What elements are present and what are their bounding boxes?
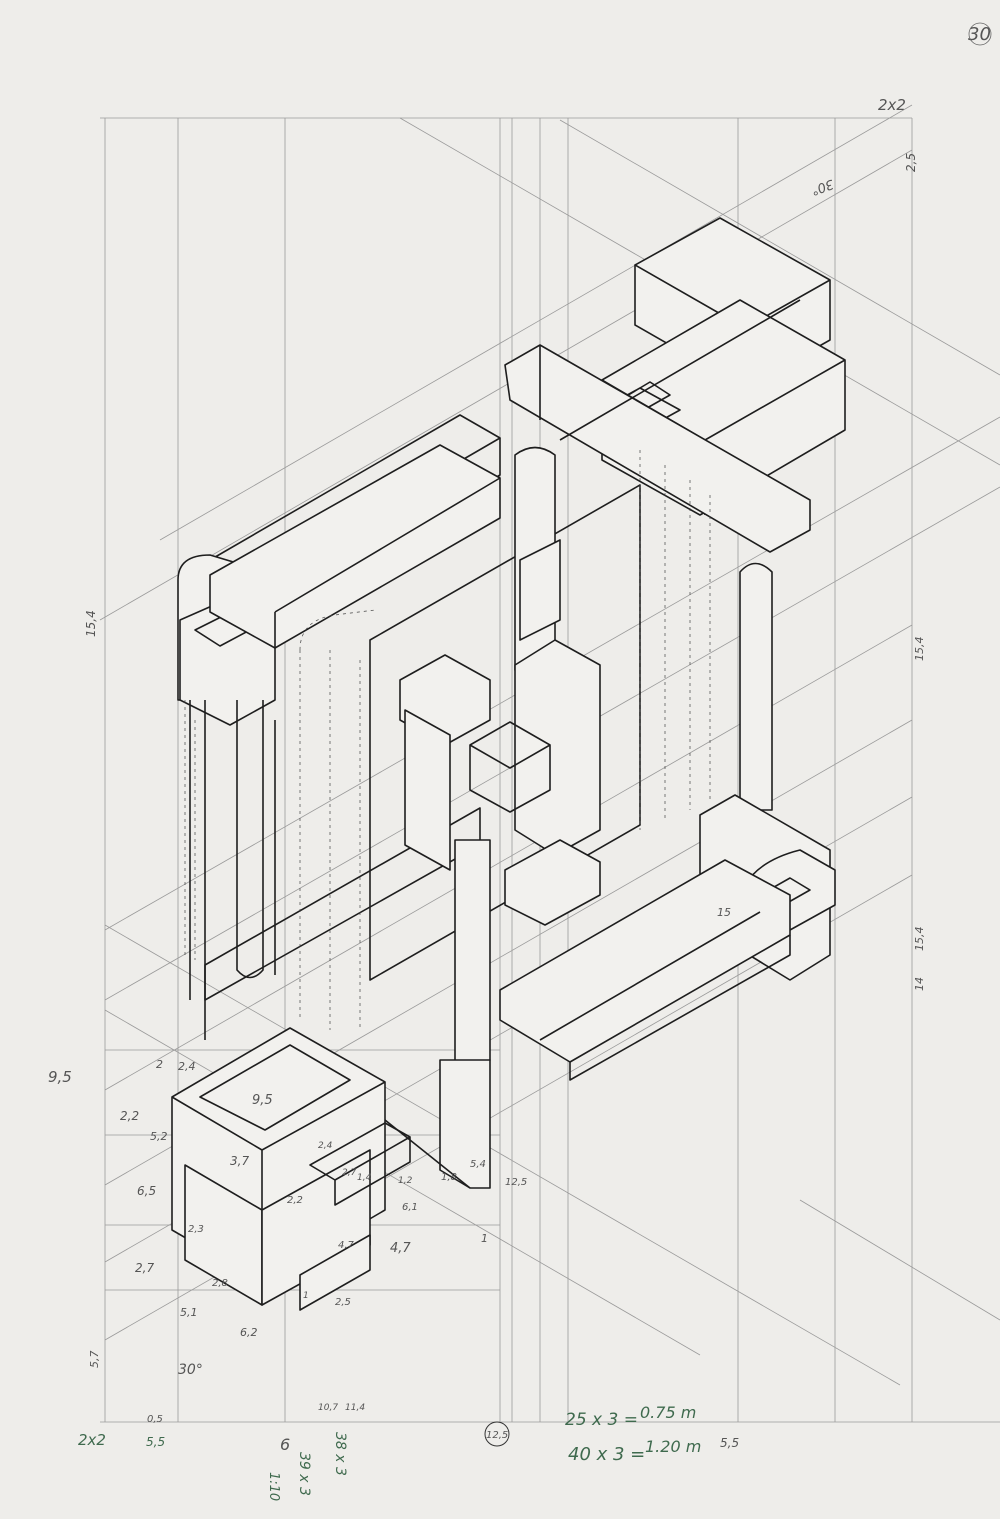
svg-text:30°: 30°: [809, 176, 836, 198]
svg-text:4,7: 4,7: [390, 1241, 411, 1256]
svg-text:2,5: 2,5: [904, 153, 918, 172]
svg-text:5,4: 5,4: [470, 1159, 486, 1170]
isometric-structure: [171, 217, 846, 1311]
svg-text:1: 1: [481, 1232, 488, 1245]
svg-text:30°: 30°: [178, 1362, 203, 1378]
svg-text:2,3: 2,3: [188, 1224, 204, 1235]
svg-text:2,2: 2,2: [120, 1109, 139, 1123]
svg-text:38 x 3: 38 x 3: [332, 1432, 348, 1476]
svg-text:0.75 m: 0.75 m: [640, 1403, 696, 1422]
svg-text:1:10: 1:10: [266, 1472, 281, 1501]
svg-text:11,4: 11,4: [345, 1403, 365, 1413]
svg-text:9,5: 9,5: [48, 1068, 72, 1086]
svg-text:3,7: 3,7: [230, 1154, 249, 1168]
svg-text:6,5: 6,5: [137, 1184, 156, 1198]
page-number: 30: [968, 24, 991, 45]
svg-text:2,4: 2,4: [178, 1060, 196, 1073]
svg-text:2,2: 2,2: [287, 1195, 303, 1206]
calc-line-2: 40 x 3 =: [568, 1444, 645, 1465]
svg-text:2,5: 2,5: [335, 1297, 351, 1308]
svg-text:15,4: 15,4: [913, 927, 926, 952]
svg-text:6,1: 6,1: [402, 1202, 418, 1213]
svg-text:12,5: 12,5: [505, 1177, 527, 1188]
svg-text:1,4: 1,4: [357, 1173, 372, 1183]
svg-text:1.20 m: 1.20 m: [645, 1437, 701, 1456]
svg-text:2,7: 2,7: [135, 1261, 154, 1275]
svg-text:1,8: 1,8: [441, 1172, 457, 1183]
svg-text:15: 15: [717, 906, 731, 919]
dimension-labels: 30 2x2 2,5 30° 15,4 9,5 2 2,4 2,2 5,2 6,…: [48, 22, 992, 1378]
svg-text:2,7: 2,7: [342, 1168, 357, 1178]
calc-line-1: 25 x 3 =: [565, 1410, 638, 1430]
svg-text:9,5: 9,5: [252, 1093, 273, 1108]
svg-text:4,7: 4,7: [338, 1240, 355, 1251]
svg-text:2x2: 2x2: [878, 96, 906, 114]
baseline-annotations: 2x2 5,5 0,5 6 10,7 11,4 12,5 5,5 25 x 3 …: [78, 1403, 739, 1501]
svg-text:1: 1: [303, 1291, 309, 1301]
svg-text:2,4: 2,4: [318, 1141, 333, 1151]
svg-text:2: 2: [156, 1058, 163, 1071]
svg-text:12,5: 12,5: [486, 1430, 508, 1441]
svg-text:10,7: 10,7: [318, 1403, 338, 1413]
svg-text:5,1: 5,1: [180, 1306, 198, 1319]
svg-text:2x2: 2x2: [78, 1431, 106, 1449]
svg-text:5,7: 5,7: [88, 1351, 101, 1369]
svg-text:15,4: 15,4: [913, 637, 926, 662]
svg-text:2,8: 2,8: [212, 1278, 228, 1289]
svg-text:6,2: 6,2: [240, 1326, 258, 1339]
svg-text:0,5: 0,5: [147, 1414, 163, 1425]
svg-text:5,5: 5,5: [720, 1436, 739, 1450]
svg-text:15,4: 15,4: [84, 610, 98, 637]
svg-text:5,5: 5,5: [146, 1435, 165, 1449]
svg-text:39 x 3: 39 x 3: [296, 1452, 312, 1496]
svg-text:5,2: 5,2: [150, 1130, 168, 1143]
svg-text:1,2: 1,2: [398, 1176, 413, 1186]
svg-text:6: 6: [280, 1435, 290, 1454]
svg-text:14: 14: [913, 977, 926, 991]
